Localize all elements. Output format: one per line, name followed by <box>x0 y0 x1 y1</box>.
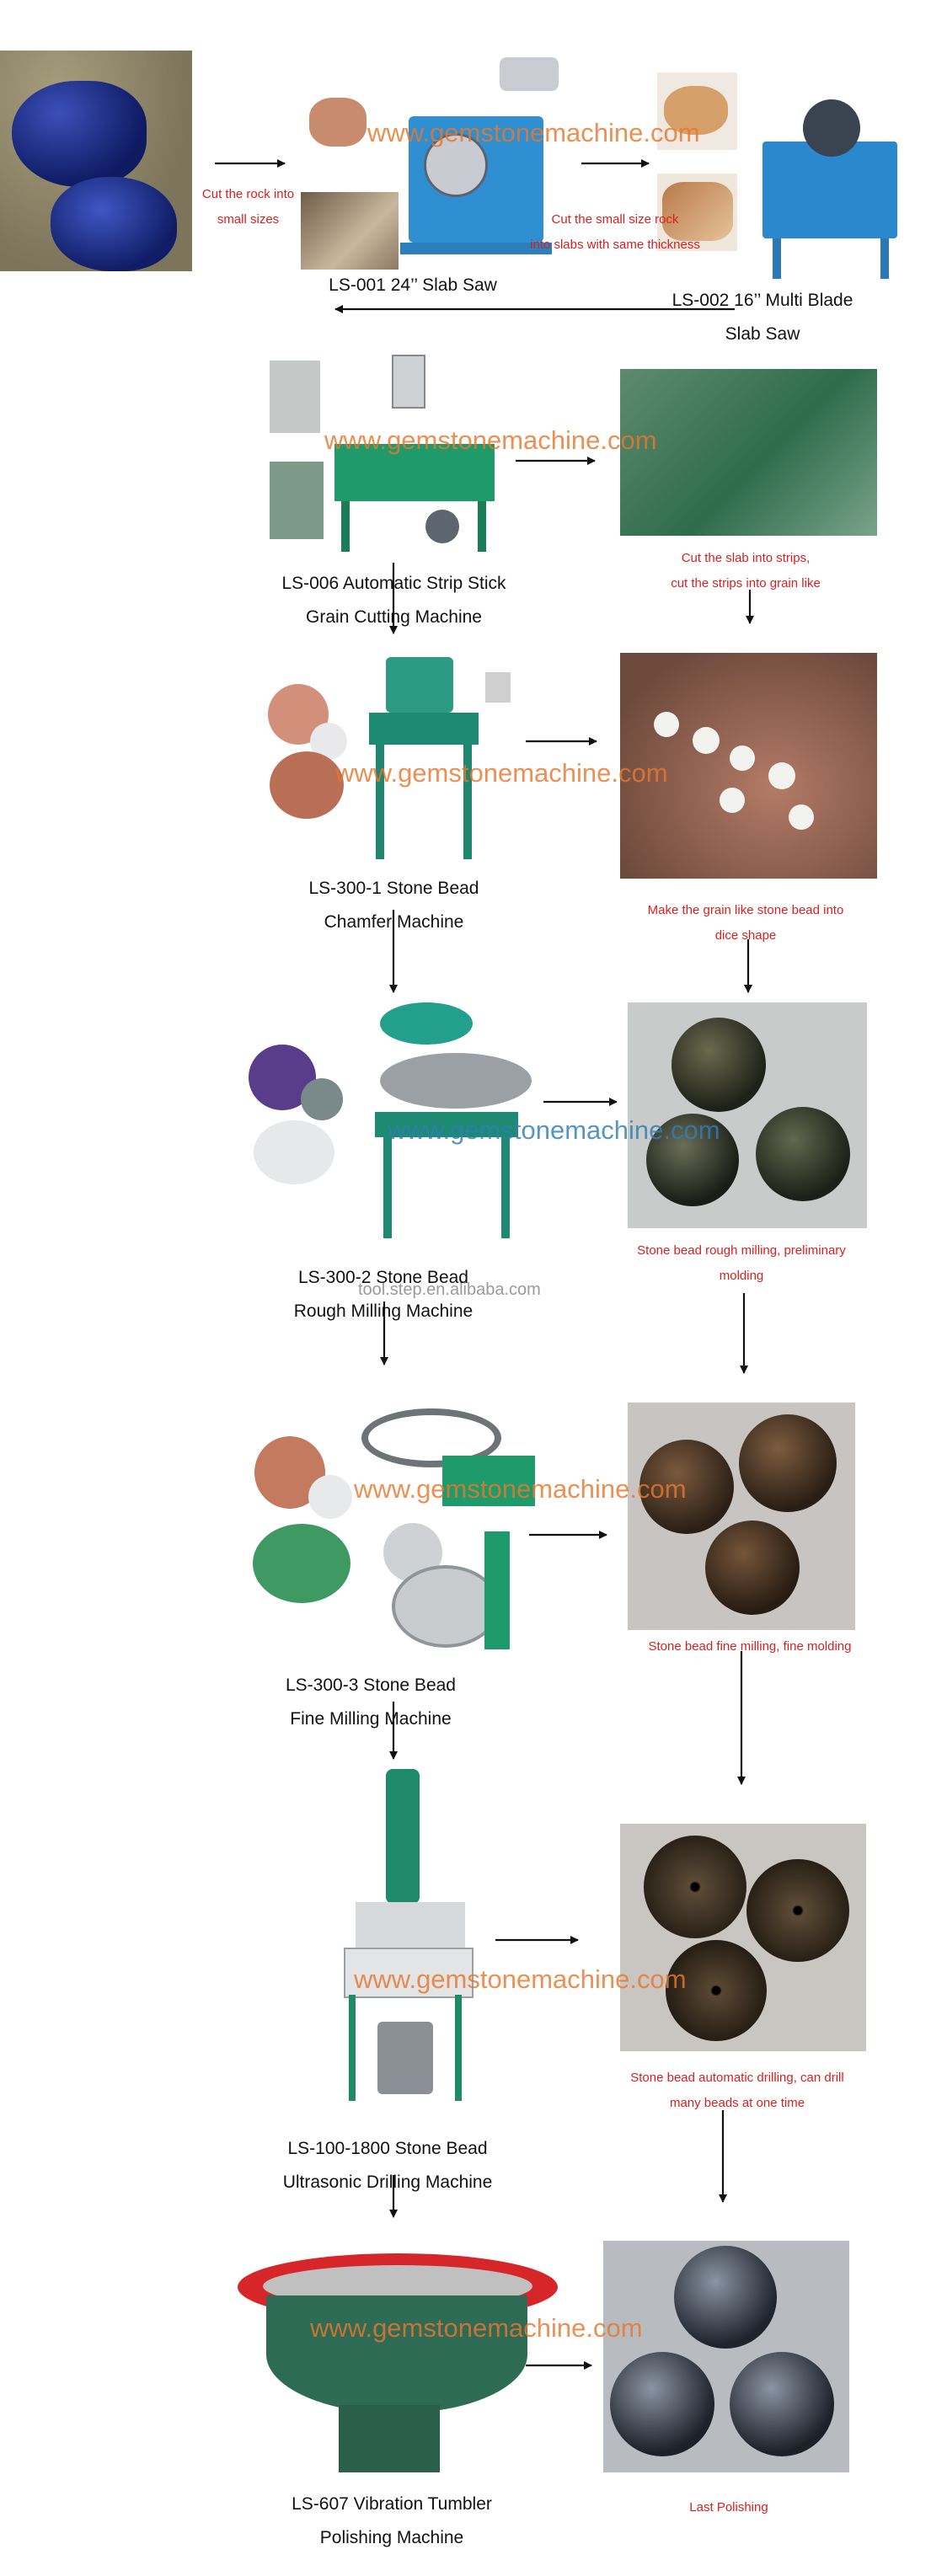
flow-arrows <box>0 0 931 2576</box>
